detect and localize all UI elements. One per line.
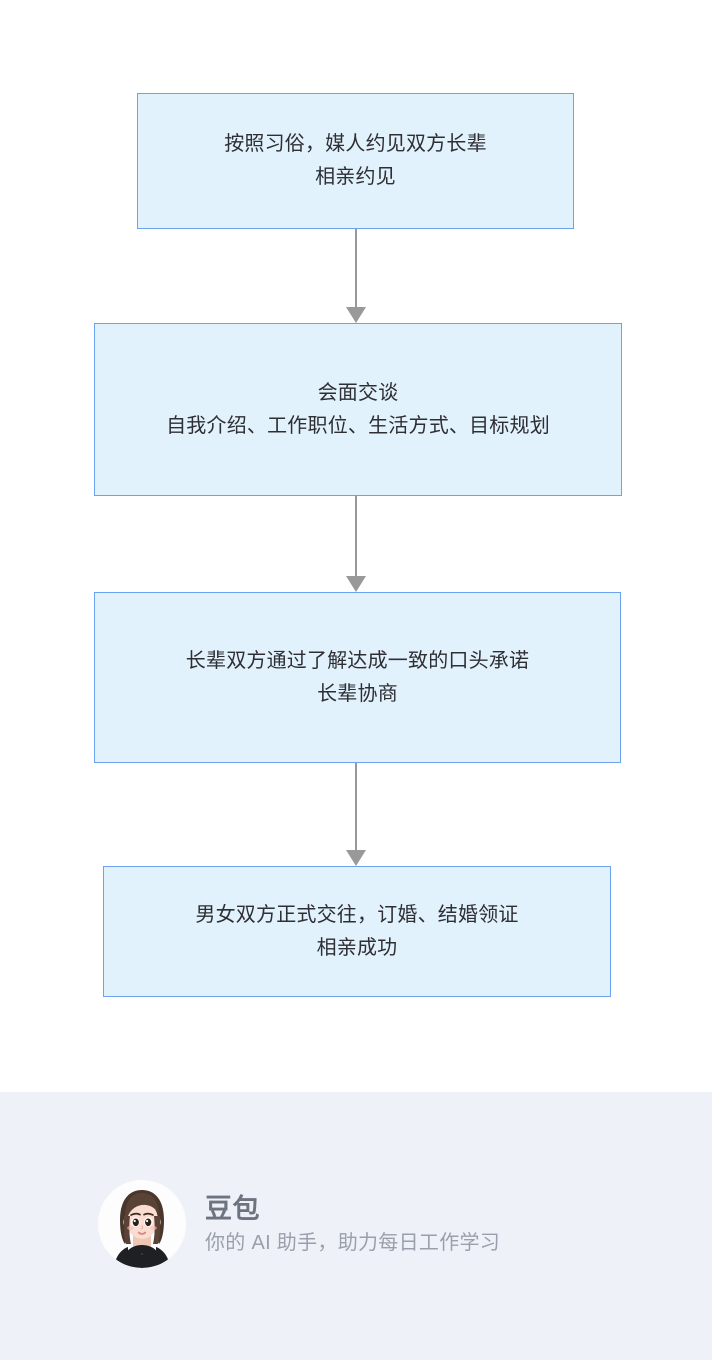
flow-node-3[interactable]: 长辈双方通过了解达成一致的口头承诺 长辈协商 bbox=[94, 592, 621, 763]
brand-text: 豆包 你的 AI 助手，助力每日工作学习 bbox=[205, 1192, 500, 1257]
flow-node-3-label: 长辈双方通过了解达成一致的口头承诺 长辈协商 bbox=[185, 649, 530, 705]
brand-row: 豆包 你的 AI 助手，助力每日工作学习 bbox=[98, 1180, 500, 1268]
flow-node-4[interactable]: 男女双方正式交往，订婚、结婚领证 相亲成功 bbox=[103, 866, 611, 997]
flow-node-4-label: 男女双方正式交往，订婚、结婚领证 相亲成功 bbox=[195, 903, 519, 959]
flow-node-2[interactable]: 会面交谈 自我介绍、工作职位、生活方式、目标规划 bbox=[94, 323, 622, 496]
brand-footer: 豆包 你的 AI 助手，助力每日工作学习 bbox=[0, 1092, 712, 1360]
brand-name: 豆包 bbox=[205, 1193, 260, 1224]
edge-node3-to-node4 bbox=[346, 763, 366, 866]
flow-node-1[interactable]: 按照习俗，媒人约见双方长辈 相亲约见 bbox=[137, 93, 574, 229]
avatar-woman-icon bbox=[98, 1180, 186, 1268]
avatar bbox=[98, 1180, 186, 1268]
flow-node-2-label: 会面交谈 自我介绍、工作职位、生活方式、目标规划 bbox=[166, 381, 550, 437]
edge-node2-to-node3 bbox=[346, 496, 366, 592]
brand-tagline: 你的 AI 助手，助力每日工作学习 bbox=[205, 1231, 501, 1254]
edge-node1-to-node2 bbox=[346, 229, 366, 323]
flowchart-canvas: 按照习俗，媒人约见双方长辈 相亲约见 会面交谈 自我介绍、工作职位、生活方式、目… bbox=[94, 93, 622, 997]
flow-node-1-label: 按照习俗，媒人约见双方长辈 相亲约见 bbox=[224, 133, 487, 188]
